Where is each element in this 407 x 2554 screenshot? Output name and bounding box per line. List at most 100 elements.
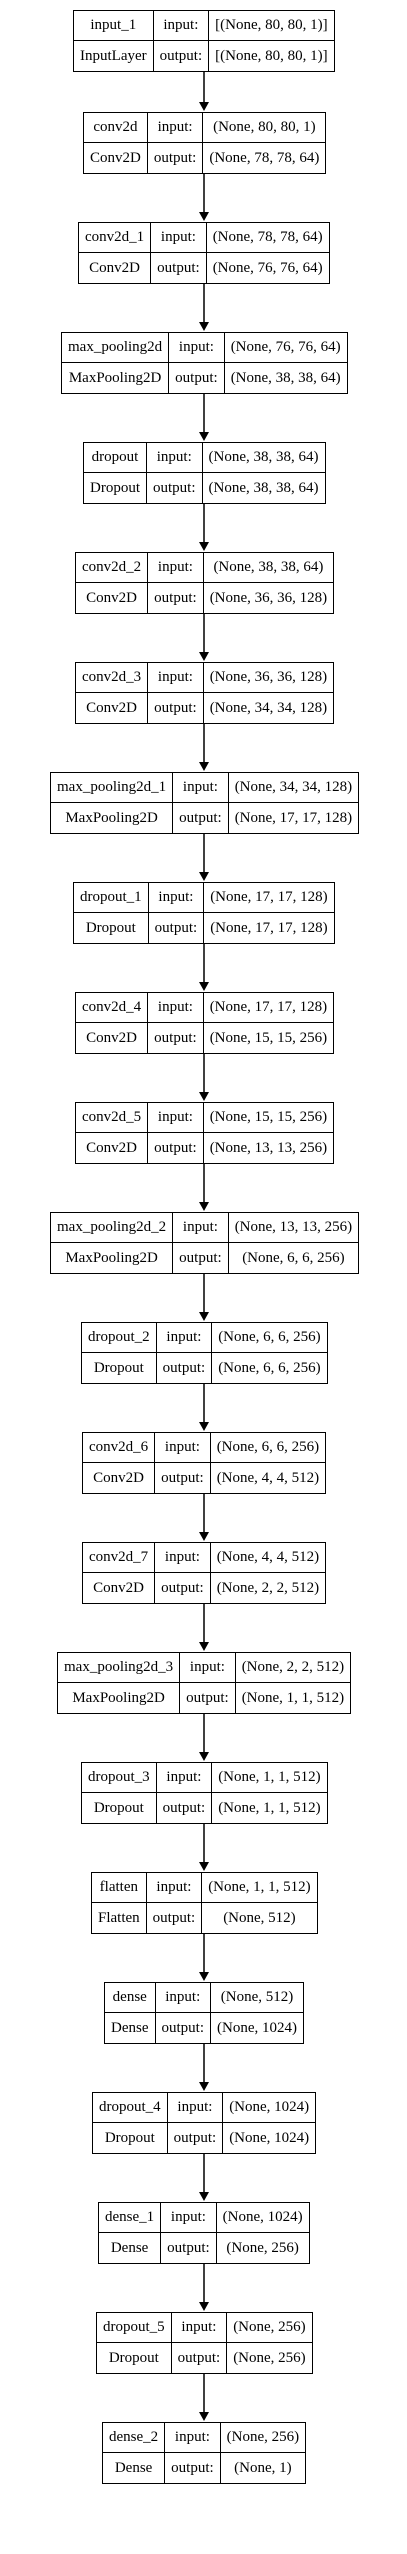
layer-type: Dense — [105, 2013, 156, 2043]
layer-name: conv2d_4 — [76, 993, 149, 1023]
output-label: output: — [148, 583, 204, 613]
input-label: input: — [146, 1873, 203, 1903]
output-shape: (None, 6, 6, 256) — [218, 1359, 321, 1376]
output-label: output: — [155, 1573, 211, 1603]
layer-name: conv2d_6 — [83, 1433, 156, 1463]
input-label: input: — [155, 1983, 212, 2013]
layer-type: Dropout — [82, 1793, 157, 1823]
input-label: input: — [161, 2203, 217, 2233]
output-label: output: — [148, 143, 204, 173]
arrow-head — [199, 432, 209, 441]
arrow-head — [199, 1202, 209, 1211]
input-label: input: — [151, 223, 207, 253]
output-label: output: — [151, 253, 207, 283]
arrow-head — [199, 1532, 209, 1541]
output-shape: (None, 256) — [226, 2239, 299, 2256]
layer-name: max_pooling2d_3 — [58, 1653, 181, 1683]
arrow-head — [199, 1972, 209, 1981]
output-shape: (None, 15, 15, 256) — [209, 1029, 328, 1046]
output-shape: (None, 1, 1, 512) — [218, 1799, 321, 1816]
layer-name: dropout_3 — [82, 1763, 157, 1793]
arrow-head — [199, 322, 209, 331]
input-label: input: — [155, 1433, 211, 1463]
arrow-head — [199, 652, 209, 661]
output-shape: (None, 512) — [223, 1909, 296, 1926]
output-label: output: — [157, 1793, 213, 1823]
layer-type: Dense — [103, 2453, 166, 2483]
layer-type: Conv2D — [76, 1023, 149, 1053]
arrow-head — [199, 762, 209, 771]
layer-type: Dropout — [93, 2123, 168, 2153]
layer-type: Dropout — [97, 2343, 172, 2373]
output-shape: (None, 76, 76, 64) — [212, 259, 323, 276]
arrow-head — [199, 212, 209, 221]
layer-name: dropout_4 — [93, 2093, 168, 2123]
input-label: input: — [156, 1323, 213, 1353]
input-label: input: — [173, 773, 229, 803]
output-label: output: — [161, 2233, 217, 2263]
input-label: input: — [153, 11, 210, 41]
layer-name: flatten — [92, 1873, 147, 1903]
input-label: input: — [148, 663, 204, 693]
layer-name: conv2d_5 — [76, 1103, 149, 1133]
input-label: input: — [167, 2093, 224, 2123]
layer-type: MaxPooling2D — [51, 1243, 174, 1273]
layer-type: MaxPooling2D — [58, 1683, 181, 1713]
layer-name: max_pooling2d_1 — [51, 773, 174, 803]
input-label: input: — [147, 113, 204, 143]
input-shape: (None, 76, 76, 64) — [224, 333, 347, 363]
input-label: input: — [173, 1213, 229, 1243]
output-shape: (None, 17, 17, 128) — [234, 809, 353, 826]
arrow-head — [199, 1422, 209, 1431]
layer-type: Dropout — [74, 913, 149, 943]
input-label: input: — [148, 993, 204, 1023]
input-shape: (None, 1024) — [216, 2203, 309, 2233]
input-shape: (None, 6, 6, 256) — [212, 1323, 327, 1353]
input-shape: (None, 13, 13, 256) — [228, 1213, 359, 1243]
layer-name: conv2d_1 — [79, 223, 152, 253]
output-shape: (None, 4, 4, 512) — [216, 1469, 320, 1486]
layer-type: MaxPooling2D — [62, 363, 170, 393]
input-shape: (None, 15, 15, 256) — [203, 1103, 334, 1133]
input-shape: (None, 17, 17, 128) — [204, 883, 334, 913]
input-label: input: — [180, 1653, 236, 1683]
output-shape: (None, 2, 2, 512) — [216, 1579, 320, 1596]
input-shape: (None, 2, 2, 512) — [235, 1653, 351, 1683]
output-label: output: — [173, 1243, 229, 1273]
input-shape: (None, 6, 6, 256) — [210, 1433, 326, 1463]
layer-type: Dropout — [82, 1353, 157, 1383]
input-label: input: — [148, 553, 204, 583]
arrow-head — [199, 2192, 209, 2201]
layer-name: dropout_5 — [97, 2313, 172, 2343]
output-label: output: — [149, 913, 205, 943]
output-label: output: — [147, 1903, 203, 1933]
input-label: input: — [169, 333, 225, 363]
input-shape: (None, 1024) — [223, 2093, 316, 2123]
input-shape: (None, 256) — [227, 2313, 312, 2343]
output-label: output: — [148, 693, 204, 723]
output-shape: (None, 13, 13, 256) — [209, 1139, 328, 1156]
layer-type: Conv2D — [76, 1133, 149, 1163]
output-label: output: — [180, 1683, 236, 1713]
input-shape: (None, 80, 80, 1) — [203, 113, 326, 143]
input-shape: (None, 38, 38, 64) — [202, 443, 325, 473]
output-label: output: — [169, 363, 225, 393]
output-shape: (None, 256) — [233, 2349, 306, 2366]
input-shape: (None, 34, 34, 128) — [228, 773, 359, 803]
layer-type: InputLayer — [74, 41, 154, 71]
input-shape: (None, 1, 1, 512) — [202, 1873, 317, 1903]
layer-name: dense_2 — [103, 2423, 166, 2453]
input-label: input: — [156, 1763, 213, 1793]
